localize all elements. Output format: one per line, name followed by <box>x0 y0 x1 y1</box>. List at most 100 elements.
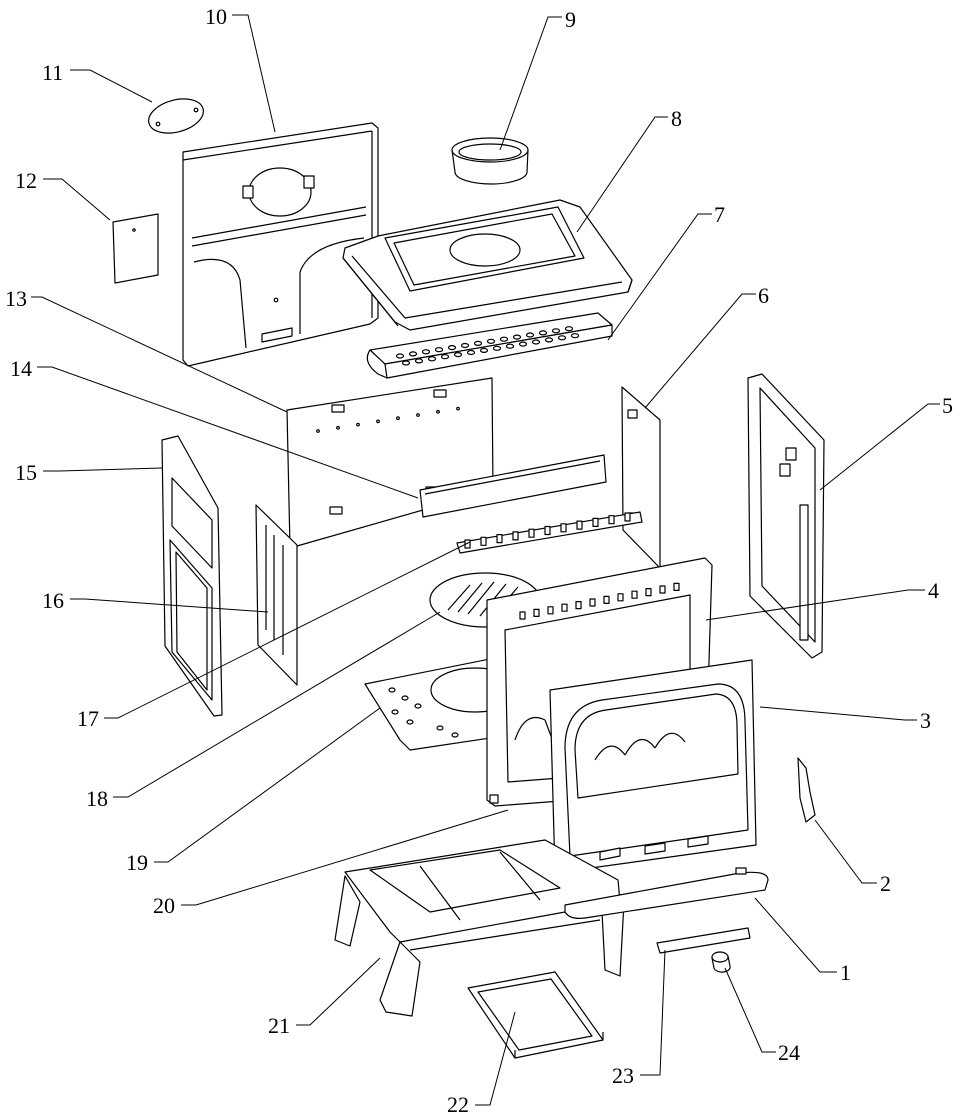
hole <box>396 416 400 421</box>
hole <box>401 360 411 366</box>
callout-11: 11 <box>42 60 63 85</box>
part-23 <box>656 927 751 954</box>
callout-12: 12 <box>15 168 37 193</box>
tooth <box>576 520 583 530</box>
hole <box>447 345 457 351</box>
hole <box>512 334 522 340</box>
hole <box>427 356 437 362</box>
part-13 <box>286 377 494 549</box>
tooth <box>561 603 568 612</box>
hole <box>525 332 535 338</box>
leader-line-17 <box>104 541 471 719</box>
hole <box>456 406 460 411</box>
hole <box>356 422 360 427</box>
hole <box>473 340 483 346</box>
callout-15: 15 <box>15 460 37 485</box>
callout-14: 14 <box>10 356 32 381</box>
hole <box>453 352 463 358</box>
leader-line-20 <box>181 809 509 906</box>
leader-line-19 <box>154 707 381 863</box>
hole <box>414 703 422 709</box>
hole <box>570 333 580 339</box>
part-6 <box>621 386 661 569</box>
tooth <box>645 587 652 597</box>
callout-19: 19 <box>126 850 148 875</box>
hole <box>492 345 502 351</box>
part-16 <box>255 504 298 686</box>
callout-17: 17 <box>77 706 99 731</box>
tooth <box>544 525 551 536</box>
leader-line-9 <box>499 16 562 151</box>
callout-1: 1 <box>840 960 851 985</box>
part-8 <box>342 199 633 331</box>
leader-line-6 <box>644 293 756 409</box>
leader-line-12 <box>43 178 111 221</box>
hole <box>486 338 496 344</box>
leader-line-2 <box>814 819 877 884</box>
tooth <box>547 606 554 615</box>
leader-line-23 <box>640 949 666 1076</box>
tooth <box>519 611 526 620</box>
leader-line-7 <box>607 213 712 341</box>
hole <box>466 349 476 356</box>
leader-line-21 <box>296 957 381 1026</box>
tooth <box>533 608 540 618</box>
callout-2: 2 <box>880 871 891 896</box>
tooth <box>592 517 599 528</box>
callout-24: 24 <box>778 1040 800 1065</box>
callout-4: 4 <box>928 578 939 603</box>
part-10 <box>182 122 379 367</box>
hole <box>479 347 489 353</box>
part-9 <box>451 137 529 185</box>
hole <box>460 342 470 349</box>
callout-3: 3 <box>920 708 931 733</box>
hole <box>395 353 405 359</box>
hole <box>406 719 414 725</box>
part-5 <box>747 373 825 659</box>
leader-line-11 <box>70 69 153 103</box>
leader-line-22 <box>475 1011 516 1106</box>
tooth <box>480 536 487 546</box>
tooth <box>603 595 610 605</box>
leader-line-4 <box>705 589 925 621</box>
hole <box>391 709 399 715</box>
callout-20: 20 <box>153 893 175 918</box>
callout-10: 10 <box>205 4 227 29</box>
part-15 <box>161 435 223 717</box>
tooth <box>575 600 582 610</box>
leader-line-24 <box>724 967 776 1053</box>
part-14 <box>419 454 607 518</box>
hole <box>505 343 515 349</box>
part-24 <box>711 951 731 973</box>
leader-line-15 <box>43 467 163 472</box>
hole <box>436 725 444 731</box>
hole <box>551 328 561 334</box>
tooth <box>659 585 666 594</box>
leader-line-5 <box>819 403 940 491</box>
callout-13: 13 <box>5 286 27 311</box>
callout-5: 5 <box>942 393 953 418</box>
part-11 <box>148 98 204 134</box>
part-2 <box>797 757 816 823</box>
tooth <box>589 598 596 607</box>
leader-line-18 <box>113 611 441 798</box>
hole <box>531 339 541 345</box>
part-12 <box>112 213 159 284</box>
leader-line-3 <box>759 706 917 721</box>
hole <box>434 347 444 353</box>
hole <box>421 349 431 355</box>
hole <box>451 732 459 738</box>
callout-16: 16 <box>42 588 64 613</box>
hole <box>518 341 528 347</box>
tooth <box>631 590 638 599</box>
hole <box>388 687 396 693</box>
callout-7: 7 <box>714 202 725 227</box>
hole <box>316 429 320 433</box>
tooth <box>512 531 519 541</box>
hole <box>414 358 424 364</box>
hole <box>336 425 340 430</box>
leader-line-16 <box>70 598 269 613</box>
hole <box>416 413 420 417</box>
callout-21: 21 <box>268 1013 290 1038</box>
